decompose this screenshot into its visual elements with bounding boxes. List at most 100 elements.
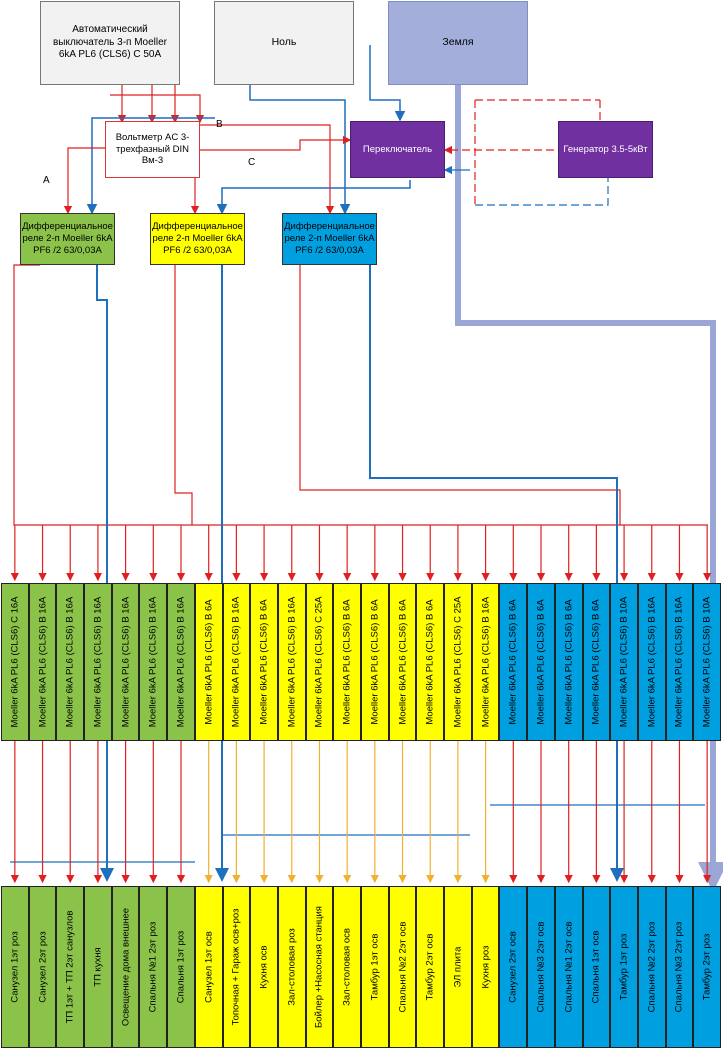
load-label: Бойлер +Насосная станция xyxy=(313,906,325,1028)
breaker-blue-7: Moeller 6kA PL6 (CLS6) B 16A xyxy=(665,583,694,741)
breaker-yellow-9: Moeller 6kA PL6 (CLS6) B 6A xyxy=(416,583,445,741)
breaker-green-1: Moeller 6kA PL6 (CLS6) C 16A xyxy=(1,583,29,741)
load-blue-5: Тамбур 1эт роз xyxy=(610,886,638,1048)
load-yellow-2: Топочная + Гараж осв+роз xyxy=(222,886,251,1048)
load-label: ЭЛ плита xyxy=(452,946,464,988)
breaker-yellow-7: Moeller 6kA PL6 (CLS6) B 6A xyxy=(361,583,389,741)
load-blue-4: Спальня 1эт осв xyxy=(582,886,611,1048)
rcd-green: Дифференциальное реле 2-п Moeller 6kA PF… xyxy=(20,213,115,265)
load-label: Санузел 2эт осв xyxy=(507,931,519,1003)
neutral-box: Ноль xyxy=(214,1,354,85)
load-label: ТП 1эт + ТП 2эт санузлов xyxy=(64,910,76,1024)
breaker-green-2: Moeller 6kA PL6 (CLS6) B 16A xyxy=(28,583,57,741)
load-label: Спальня №3 2эт осв xyxy=(535,921,547,1013)
breaker-yellow-5: Moeller 6kA PL6 (CLS6) C 25A xyxy=(305,583,334,741)
load-yellow-3: Кухня осв xyxy=(250,886,278,1048)
load-label: Тамбур 1эт роз xyxy=(618,933,630,1001)
load-blue-3: Спальня №1 2эт осв xyxy=(554,886,583,1048)
load-label: Зал-столовая осв xyxy=(341,928,353,1006)
breaker-green-4: Moeller 6kA PL6 (CLS6) B 16A xyxy=(84,583,112,741)
load-yellow-8: Спальня №2 2эт осв xyxy=(388,886,417,1048)
breaker-label: Moeller 6kA PL6 (CLS6) B 16A xyxy=(480,596,492,728)
breaker-label: Moeller 6kA PL6 (CLS6) B 16A xyxy=(120,596,132,728)
breaker-label: Moeller 6kA PL6 (CLS6) B 6A xyxy=(397,599,409,725)
generator-label: Генератор 3.5-5кВт xyxy=(563,143,648,155)
breaker-green-5: Moeller 6kA PL6 (CLS6) B 16A xyxy=(111,583,140,741)
earth-box: Земля xyxy=(388,1,528,85)
phase-c-label: C xyxy=(248,157,256,168)
breaker-blue-5: Moeller 6kA PL6 (CLS6) B 10A xyxy=(610,583,638,741)
breaker-yellow-3: Moeller 6kA PL6 (CLS6) B 6A xyxy=(250,583,278,741)
load-label: Кухня роз xyxy=(480,945,492,989)
load-green-1: Санузел 1эт роз xyxy=(1,886,29,1048)
breaker-label: Moeller 6kA PL6 (CLS6) B 16A xyxy=(147,596,159,728)
load-green-5: Освещение дома внешнее xyxy=(111,886,140,1048)
breaker-label: Moeller 6kA PL6 (CLS6) B 16A xyxy=(37,596,49,728)
breaker-label: Moeller 6kA PL6 (CLS6) B 6A xyxy=(535,599,547,725)
breaker-label: Moeller 6kA PL6 (CLS6) B 6A xyxy=(258,599,270,725)
breaker-blue-2: Moeller 6kA PL6 (CLS6) B 6A xyxy=(527,583,555,741)
load-blue-2: Спальня №3 2эт осв xyxy=(527,886,555,1048)
load-label: Спальня №1 2эт роз xyxy=(147,921,159,1013)
load-yellow-10: ЭЛ плита xyxy=(444,886,472,1048)
rcd-yellow-label: Дифференциальное реле 2-п Moeller 6kA PF… xyxy=(152,221,243,256)
breaker-label: Moeller 6kA PL6 (CLS6) B 6A xyxy=(369,599,381,725)
neutral-label: Ноль xyxy=(271,36,297,49)
load-yellow-4: Зал-столовая роз xyxy=(277,886,306,1048)
breaker-label: Moeller 6kA PL6 (CLS6) B 16A xyxy=(64,596,76,728)
load-label: Санузел 2эт роз xyxy=(37,931,49,1003)
load-label: Тамбур 2эт осв xyxy=(424,933,436,1001)
earth-label: Земля xyxy=(442,36,474,49)
load-blue-1: Санузел 2эт осв xyxy=(499,886,528,1048)
load-label: Спальня 1эт осв xyxy=(590,930,602,1004)
breaker-label: Moeller 6kA PL6 (CLS6) B 6A xyxy=(507,599,519,725)
breaker-blue-6: Moeller 6kA PL6 (CLS6) B 16A xyxy=(637,583,666,741)
breaker-label: Moeller 6kA PL6 (CLS6) B 16A xyxy=(646,596,658,728)
phase-b-label: B xyxy=(216,119,223,130)
breaker-yellow-2: Moeller 6kA PL6 (CLS6) B 16A xyxy=(222,583,251,741)
breaker-label: Moeller 6kA PL6 (CLS6) B 16A xyxy=(175,596,187,728)
breaker-label: Moeller 6kA PL6 (CLS6) B 6A xyxy=(590,599,602,725)
breaker-label: Moeller 6kA PL6 (CLS6) B 10A xyxy=(618,596,630,728)
load-green-4: ТП кухня xyxy=(84,886,112,1048)
breaker-label: Moeller 6kA PL6 (CLS6) C 25A xyxy=(452,596,464,728)
breaker-label: Moeller 6kA PL6 (CLS6) B 16A xyxy=(673,596,685,728)
earth-bus-line xyxy=(455,85,723,892)
phase-bus-line xyxy=(13,264,708,526)
neutral-line xyxy=(249,85,351,215)
load-label: ТП кухня xyxy=(92,947,104,987)
breaker-label: Moeller 6kA PL6 (CLS6) B 6A xyxy=(424,599,436,725)
load-yellow-9: Тамбур 2эт осв xyxy=(416,886,445,1048)
load-label: Освещение дома внешнее xyxy=(120,907,132,1027)
load-label: Спальня №2 2эт роз xyxy=(646,921,658,1013)
breaker-label: Moeller 6kA PL6 (CLS6) C 16A xyxy=(9,596,21,728)
load-label: Санузел 1эт осв xyxy=(203,931,215,1003)
breaker-label: Moeller 6kA PL6 (CLS6) B 6A xyxy=(341,599,353,725)
rcd-yellow: Дифференциальное реле 2-п Moeller 6kA PF… xyxy=(150,213,245,265)
load-label: Спальня №2 2эт осв xyxy=(397,921,409,1013)
breaker-blue-1: Moeller 6kA PL6 (CLS6) B 6A xyxy=(499,583,528,741)
load-label: Тамбур 1эт осв xyxy=(369,933,381,1001)
breaker-blue-4: Moeller 6kA PL6 (CLS6) B 6A xyxy=(582,583,611,741)
breaker-green-7: Moeller 6kA PL6 (CLS6) B 16A xyxy=(167,583,195,741)
load-label: Топочная + Гараж осв+роз xyxy=(230,908,242,1026)
load-green-7: Спальня 1эт роз xyxy=(167,886,195,1048)
breaker-label: Moeller 6kA PL6 (CLS6) B 6A xyxy=(563,599,575,725)
rcd-blue: Дифференциальное реле 2-п Moeller 6kA PF… xyxy=(282,213,377,265)
breaker-yellow-8: Moeller 6kA PL6 (CLS6) B 6A xyxy=(388,583,417,741)
breaker-green-6: Moeller 6kA PL6 (CLS6) B 16A xyxy=(139,583,168,741)
breaker-label: Moeller 6kA PL6 (CLS6) C 25A xyxy=(313,596,325,728)
main-breaker-box: Автоматический выключатель 3-п Moeller 6… xyxy=(40,1,180,85)
breaker-yellow-6: Moeller 6kA PL6 (CLS6) B 6A xyxy=(333,583,361,741)
load-green-3: ТП 1эт + ТП 2эт санузлов xyxy=(56,886,85,1048)
load-label: Санузел 1эт роз xyxy=(9,931,21,1003)
load-yellow-11: Кухня роз xyxy=(471,886,500,1048)
main-breaker-label: Автоматический выключатель 3-п Moeller 6… xyxy=(52,24,168,61)
load-green-2: Санузел 2эт роз xyxy=(28,886,57,1048)
breaker-yellow-4: Moeller 6kA PL6 (CLS6) B 16A xyxy=(277,583,306,741)
load-yellow-7: Тамбур 1эт осв xyxy=(361,886,389,1048)
breaker-label: Moeller 6kA PL6 (CLS6) B 6A xyxy=(203,599,215,725)
load-label: Кухня осв xyxy=(258,945,270,989)
load-blue-6: Спальня №2 2эт роз xyxy=(637,886,666,1048)
load-green-6: Спальня №1 2эт роз xyxy=(139,886,168,1048)
